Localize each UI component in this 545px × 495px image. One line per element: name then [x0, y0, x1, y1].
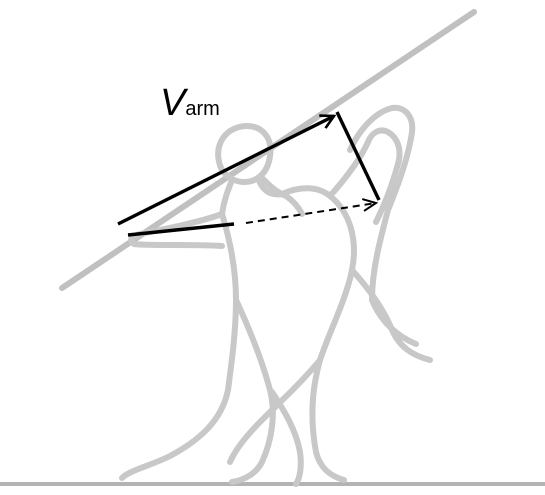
athlete-outline [122, 108, 430, 484]
athlete-ghost-leg [230, 360, 320, 462]
athlete-ghost-body [352, 270, 430, 360]
athlete-shoulder-detail [262, 178, 302, 214]
v-arm-label-subscript: arm [185, 98, 219, 120]
v-arm-label: Varm [160, 82, 220, 125]
resultant-dashed-arrow [246, 203, 376, 223]
v-arm-label-main: V [160, 82, 185, 124]
athlete-rear-leg [232, 300, 273, 482]
athlete-torso-back [122, 214, 236, 478]
closing-vector-segment [337, 112, 379, 200]
